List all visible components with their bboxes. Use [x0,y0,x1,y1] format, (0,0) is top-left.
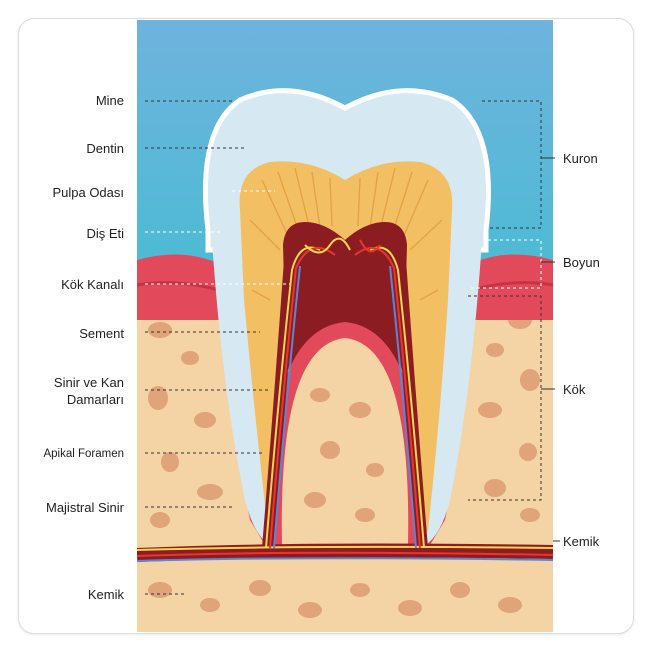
label-kok: Kök [563,382,586,397]
label-sinir-ve-kan: Sinir ve Kan [53,375,124,390]
label-apikal-foramen: Apikal Foramen [43,448,124,460]
label-kok-kanali: Kök Kanalı [61,277,124,292]
label-mine: Mine [95,93,124,108]
label-sement: Sement [79,326,124,341]
label-kemik-right: Kemik [563,534,600,549]
label-majistral-sinir: Majistral Sinir [45,500,124,515]
leader-lines [145,100,542,595]
label-dis-eti: Diş Eti [86,226,124,241]
gum-right [458,254,553,320]
label-kuron: Kuron [563,151,598,166]
label-boyun: Boyun [563,255,600,270]
label-kemik-left: Kemik [87,587,124,602]
label-damarlari: Damarları [66,392,124,407]
gum-left [137,254,232,320]
nerves-vessels [137,237,553,562]
label-dentin: Dentin [86,141,124,156]
label-pulpa-odasi: Pulpa Odası [52,185,124,200]
